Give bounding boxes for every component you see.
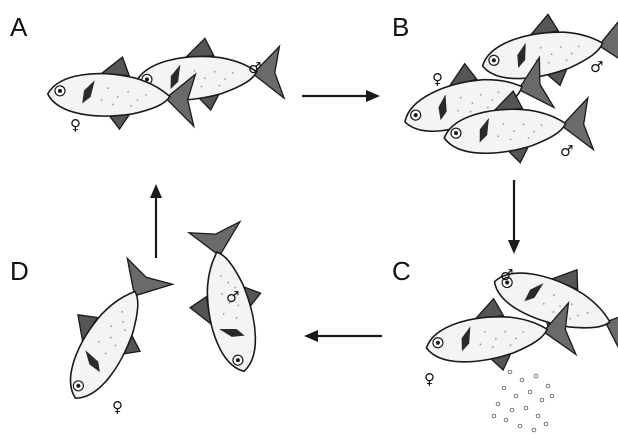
panel-d: D ♀ ♂ <box>10 220 273 416</box>
arrow-c-to-d <box>304 330 382 342</box>
male-symbol-c: ♂ <box>500 266 513 284</box>
male-symbol-b-bottom: ♂ <box>560 142 573 160</box>
panel-c: C ♂ ♀ <box>392 243 618 432</box>
panel-letter-d: D <box>10 256 29 286</box>
arrow-b-to-c <box>508 180 520 254</box>
male-symbol-d: ♂ <box>226 288 239 306</box>
female-symbol-d: ♀ <box>112 398 123 416</box>
female-symbol-b: ♀ <box>432 70 443 88</box>
female-symbol-a: ♀ <box>70 116 81 134</box>
male-symbol-a: ♂ <box>248 59 261 77</box>
arrow-a-to-b <box>302 90 380 102</box>
panel-letter-b: B <box>392 12 409 42</box>
eggs <box>492 370 554 432</box>
panel-b: B ♂ ♀ ♂ <box>392 4 618 168</box>
female-symbol-c: ♀ <box>424 370 435 388</box>
fish-female-d <box>40 250 179 414</box>
panel-letter-a: A <box>10 12 28 42</box>
panel-a: A ♂ ♀ <box>10 12 285 134</box>
male-symbol-b-top: ♂ <box>590 58 603 76</box>
arrow-d-to-a <box>150 184 162 258</box>
panel-letter-c: C <box>392 256 411 286</box>
